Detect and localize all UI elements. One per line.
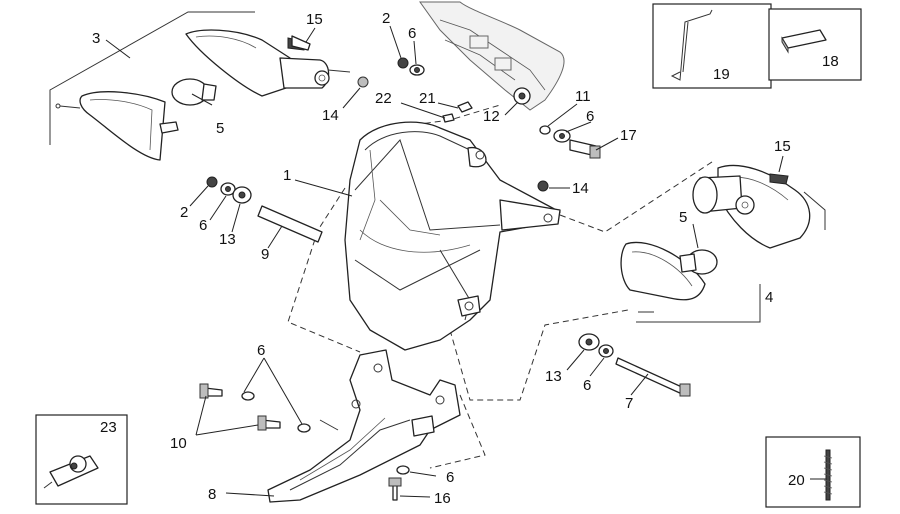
- callout-5-right: 5: [679, 209, 687, 226]
- callout-16: 16: [434, 490, 451, 507]
- callout-15-top: 15: [306, 11, 323, 28]
- callout-14-right: 14: [572, 180, 589, 197]
- leader-lines: [105, 25, 826, 498]
- callout-6-left: 6: [199, 217, 207, 234]
- callout-22: 22: [375, 90, 392, 107]
- headlight-assembly: [344, 121, 561, 351]
- callout-11: 11: [575, 88, 591, 105]
- inset-part-20: [765, 436, 861, 508]
- callout-19: 19: [713, 66, 730, 83]
- callout-20: 20: [788, 472, 805, 489]
- callout-1: 1: [283, 167, 291, 184]
- inset-part-19: [652, 3, 772, 89]
- callout-2-top: 2: [382, 10, 390, 27]
- callout-13-left: 13: [219, 231, 236, 248]
- callout-6-bracket: 6: [257, 342, 265, 359]
- headlight-bracket: [267, 349, 461, 503]
- callout-17: 17: [620, 127, 637, 144]
- callout-labels: 1 2 2 3 4 5 5 6 6 6 6 6 6 7 8 9 10 11 12…: [92, 10, 839, 507]
- callout-15-right: 15: [774, 138, 791, 155]
- callout-5-left: 5: [216, 120, 224, 137]
- callout-8: 8: [208, 486, 216, 503]
- callout-21: 21: [419, 90, 436, 107]
- callout-14-top: 14: [322, 107, 339, 124]
- left-turn-signal-assembly: [49, 11, 351, 161]
- right-turn-signal-assembly: [620, 164, 826, 323]
- callout-18: 18: [822, 53, 839, 70]
- hardware-left: [206, 176, 323, 243]
- callout-9: 9: [261, 246, 269, 263]
- hardware-lower: [199, 383, 410, 501]
- callout-13-right: 13: [545, 368, 562, 385]
- callout-6-right: 6: [583, 377, 591, 394]
- callout-3: 3: [92, 30, 100, 47]
- inset-part-23: [35, 414, 128, 505]
- callout-6-bottom: 6: [446, 469, 454, 486]
- callout-4: 4: [765, 289, 773, 306]
- inset-part-18: [768, 8, 862, 81]
- callout-6-right-top: 6: [586, 108, 594, 125]
- callout-7: 7: [625, 395, 633, 412]
- callout-23: 23: [100, 419, 117, 436]
- callout-10: 10: [170, 435, 187, 452]
- hardware-top: [291, 35, 601, 192]
- callout-12: 12: [483, 108, 500, 125]
- upper-light-unit: [419, 1, 565, 111]
- hardware-right: [578, 333, 691, 397]
- callout-6-top: 6: [408, 25, 416, 42]
- callout-2-left: 2: [180, 204, 188, 221]
